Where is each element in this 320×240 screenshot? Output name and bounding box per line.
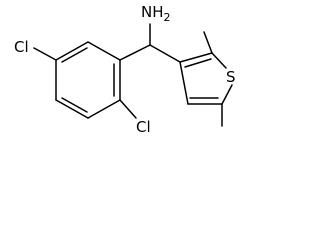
- benzene-bond: [87, 99, 121, 119]
- chemical-structure: NH2 Cl Cl S: [14, 3, 236, 136]
- amine-label-main: NH: [141, 3, 164, 21]
- benzene-bond: [55, 99, 89, 119]
- thiophene-bond: [179, 61, 189, 105]
- benzene-bond: [87, 41, 121, 61]
- benzene-double-bond: [61, 47, 88, 63]
- thiophene-bond: [221, 84, 233, 105]
- structure-canvas: NH2 Cl Cl S: [14, 3, 236, 136]
- chloro-bottom-bond: [119, 99, 137, 119]
- amine-label: NH2: [141, 3, 171, 24]
- benzene-ring: [55, 41, 121, 119]
- chloro-bottom-label: Cl: [136, 118, 151, 136]
- thiophene-bond: [179, 52, 213, 63]
- thiophene-double-bond: [184, 58, 212, 68]
- ring-to-ch-bond: [119, 44, 151, 61]
- chloro-left-label: Cl: [14, 38, 29, 56]
- ch-to-thiophene-bond: [149, 44, 181, 63]
- thiophene-bond: [211, 52, 227, 69]
- benzene-double-bond: [61, 97, 88, 113]
- thiophene-ring: [179, 52, 233, 105]
- benzene-bond: [55, 41, 89, 61]
- sulfur-label: S: [226, 68, 236, 86]
- methyl-top-bond: [203, 31, 213, 54]
- amine-label-subscript: 2: [164, 11, 171, 24]
- chloro-left-bond: [33, 47, 57, 61]
